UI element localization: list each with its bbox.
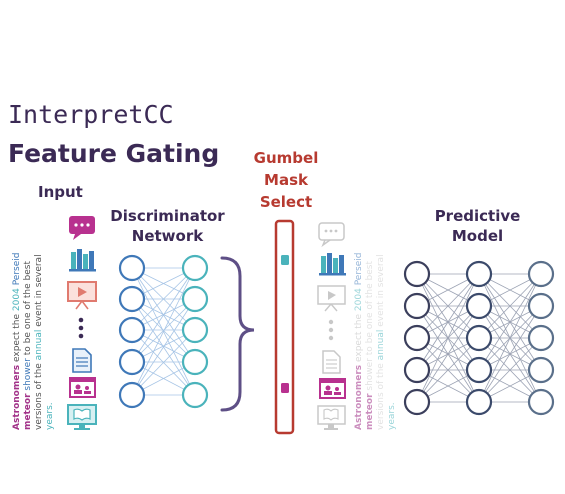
predictive-node	[527, 388, 555, 416]
predictive-connection	[478, 305, 542, 403]
gumbel-mask-bar	[274, 219, 295, 435]
discriminator-connection	[131, 329, 196, 396]
predictive-node	[527, 292, 555, 320]
title-line-1: InterpretCC	[8, 100, 174, 129]
predictive-connection	[416, 337, 480, 403]
discriminator-connection	[131, 267, 196, 331]
discriminator-node	[118, 316, 146, 344]
gumbel-label: Gumbel Mask Select	[246, 147, 326, 213]
predictive-label-line-2: Model	[451, 227, 504, 245]
input-icons	[67, 216, 97, 430]
predictive-node	[403, 292, 431, 320]
discriminator-label: Discriminator Network	[110, 206, 225, 246]
discriminator-node	[181, 285, 209, 313]
predictive-connection	[416, 305, 480, 403]
input-label: Input	[38, 183, 83, 201]
predictive-connection	[416, 273, 480, 339]
discriminator-node	[181, 316, 209, 344]
ellipsis-icon	[78, 317, 84, 339]
predictive-node	[527, 260, 555, 288]
document-icon	[72, 348, 92, 373]
presentation-icon	[67, 281, 97, 310]
discriminator-connection	[131, 298, 196, 363]
discriminator-node	[118, 381, 146, 409]
book-monitor-icon	[67, 404, 97, 430]
predictive-connection	[478, 273, 542, 403]
predictive-connection	[416, 273, 480, 403]
predictive-connection	[478, 337, 542, 403]
gumbel-label-line-1: Gumbel	[253, 149, 319, 167]
discriminator-connection	[131, 267, 196, 363]
predictive-node	[403, 324, 431, 352]
predictive-connection	[416, 273, 480, 371]
predictive-node	[465, 292, 493, 320]
brace-symbol	[220, 256, 255, 412]
mask-marker-magenta	[281, 383, 289, 393]
predictive-node	[527, 324, 555, 352]
mask-marker-teal	[281, 255, 289, 265]
predictive-node	[465, 260, 493, 288]
discriminator-node	[118, 254, 146, 282]
discriminator-node	[118, 348, 146, 376]
discriminator-node	[118, 285, 146, 313]
predictive-nodes	[403, 260, 555, 416]
masked-video-profile-icon	[319, 378, 346, 399]
masked-icons	[317, 222, 346, 430]
discriminator-node	[181, 348, 209, 376]
discriminator-label-line-2: Network	[131, 227, 204, 245]
masked-bookshelf-icon	[319, 253, 346, 276]
discriminator-connection	[131, 298, 196, 396]
masked-book-monitor-icon	[317, 405, 346, 430]
masked-ellipsis-icon	[328, 319, 334, 341]
discriminator-node	[181, 381, 209, 409]
discriminator-connection	[131, 267, 196, 396]
gumbel-label-line-2: Mask	[264, 171, 308, 189]
predictive-label-line-1: Predictive	[434, 207, 521, 225]
predictive-node	[403, 388, 431, 416]
masked-document-icon	[322, 350, 341, 374]
predictive-node	[465, 388, 493, 416]
masked-presentation-icon	[317, 285, 346, 312]
discriminator-node	[181, 254, 209, 282]
predictive-connection	[478, 273, 542, 339]
predictive-label: Predictive Model	[420, 206, 535, 246]
predictive-node	[465, 324, 493, 352]
chat-icon	[69, 216, 95, 240]
video-profile-icon	[69, 377, 96, 398]
predictive-connection	[478, 273, 542, 371]
masked-chat-icon	[318, 222, 345, 248]
title-line-2: Feature Gating	[8, 139, 220, 168]
discriminator-nodes	[118, 254, 209, 409]
predictive-node	[403, 260, 431, 288]
gumbel-label-line-3: Select	[259, 193, 313, 211]
bookshelf-icon	[69, 249, 96, 272]
predictive-node	[527, 356, 555, 384]
discriminator-label-line-1: Discriminator	[110, 207, 225, 225]
predictive-node	[465, 356, 493, 384]
predictive-node	[403, 356, 431, 384]
